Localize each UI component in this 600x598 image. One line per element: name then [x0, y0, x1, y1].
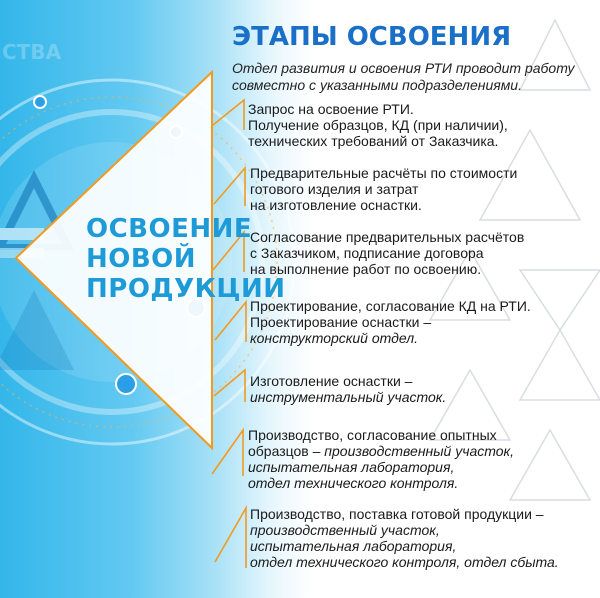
page-title: ЭТАПЫ ОСВОЕНИЯ	[232, 22, 512, 52]
middle-ring	[0, 109, 265, 415]
decorative-triangles	[428, 18, 600, 501]
step-line: инструментальный участок.	[250, 389, 447, 405]
diamond-panel	[16, 72, 212, 448]
step-line: отдел технического контроля.	[248, 475, 459, 491]
step-line: на выполнение работ по освоению.	[250, 261, 482, 277]
step-line: отдел технического контроля, отдел сбыта…	[250, 554, 559, 570]
step-line: испытательная лаборатория,	[248, 459, 455, 475]
step-markers	[211, 98, 247, 568]
step-line: Производство, согласование опытных	[248, 427, 497, 443]
step-line: испытательная лаборатория,	[250, 538, 457, 554]
step-line: Запрос на освоение РТИ.	[248, 101, 414, 117]
step-line-part: производственный участок,	[324, 443, 515, 459]
step-2-marker	[213, 165, 246, 206]
step-line: Предварительные расчёты по стоимости	[250, 165, 518, 181]
dotted-orange-ring	[0, 96, 278, 428]
watermark-text: СТВА	[2, 40, 62, 64]
step-line: с Заказчиком, подписание договора	[250, 245, 484, 261]
side-title-line: ОСВОЕНИЕ	[86, 214, 253, 244]
step-line-mixed: образцов – производственный участок,	[248, 443, 514, 459]
step-line: на изготовление оснастки.	[250, 197, 422, 213]
step-line: Проектирование, согласование КД на РТИ.	[250, 298, 531, 314]
step-5-marker	[213, 368, 246, 402]
step-3-marker	[212, 229, 245, 272]
side-title-line: НОВОЙ	[86, 244, 197, 274]
step-line: технических требований от Заказчика.	[248, 133, 499, 149]
outer-ring	[0, 78, 296, 446]
step-5: Изготовление оснастки – инструментальный…	[250, 373, 446, 405]
diamond-outline	[14, 69, 213, 451]
node-dot	[33, 95, 47, 109]
step-3: Согласование предварительных расчётов с …	[250, 229, 524, 277]
step-7-marker	[214, 504, 247, 568]
node-dot	[115, 373, 137, 395]
step-line: готового изделия и затрат	[250, 181, 419, 197]
step-1: Запрос на освоение РТИ. Получение образц…	[248, 101, 508, 149]
step-line: производственный участок,	[250, 522, 440, 538]
step-line: Получение образцов, КД (при наличии),	[248, 117, 508, 133]
step-1-marker	[212, 98, 245, 130]
step-line: Изготовление оснастки –	[250, 373, 413, 389]
step-line: Производство, поставка готовой продукции…	[250, 506, 544, 522]
step-line: Согласование предварительных расчётов	[250, 229, 525, 245]
side-title: ОСВОЕНИЕ НОВОЙ ПРОДУКЦИИ	[86, 214, 286, 304]
side-title-line: ПРОДУКЦИИ	[86, 274, 286, 304]
step-6: Производство, согласование опытных образ…	[248, 427, 514, 491]
intro-text: Отдел развития и освоения РТИ проводит р…	[232, 60, 575, 93]
step-line: конструкторский отдел.	[250, 330, 418, 346]
step-6-marker	[211, 427, 244, 476]
step-line: Проектирование оснастки –	[250, 314, 432, 330]
step-4: Проектирование, согласование КД на РТИ. …	[250, 298, 531, 346]
step-4-marker	[214, 299, 247, 342]
step-2: Предварительные расчёты по стоимости гот…	[250, 165, 517, 213]
step-7: Производство, поставка готовой продукции…	[250, 506, 559, 570]
step-line-part: образцов –	[248, 443, 325, 459]
